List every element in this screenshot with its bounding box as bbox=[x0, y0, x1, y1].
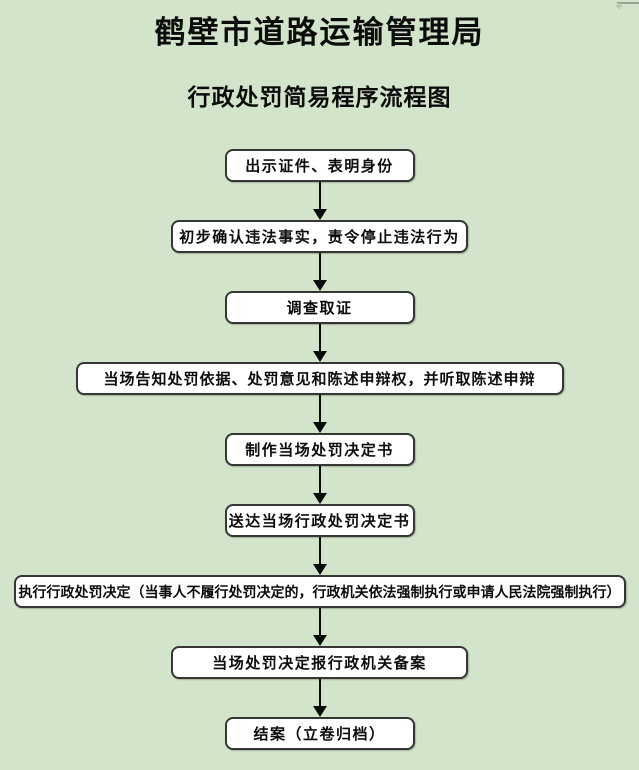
corner-line bbox=[617, 2, 639, 4]
arrow-line bbox=[318, 466, 321, 494]
page-title: 鹤壁市道路运输管理局 bbox=[154, 15, 485, 50]
flow-step: 制作当场处罚决定书 bbox=[224, 433, 415, 467]
arrow-head bbox=[312, 209, 327, 221]
corner-mark bbox=[609, 0, 639, 12]
down-arrow-icon bbox=[312, 537, 327, 576]
flow-step: 送达当场行政处罚决定书 bbox=[224, 504, 415, 538]
arrow-head bbox=[312, 351, 327, 363]
arrow-line bbox=[318, 537, 321, 565]
arrow-line bbox=[318, 253, 321, 281]
down-arrow-icon bbox=[312, 679, 327, 718]
flowchart: 出示证件、表明身份初步确认违法事实，责令停止违法行为调查取证当场告知处罚依据、处… bbox=[0, 149, 639, 751]
arrow-head bbox=[312, 564, 327, 576]
down-arrow-icon bbox=[312, 466, 327, 505]
down-arrow-icon bbox=[312, 395, 327, 434]
arrow-line bbox=[318, 182, 321, 210]
arrow-line bbox=[318, 324, 321, 352]
flow-step: 当场告知处罚依据、处罚意见和陈述申辩权，并听取陈述申辩 bbox=[75, 362, 564, 396]
arrow-line bbox=[318, 679, 321, 707]
flow-step: 当场处罚决定报行政机关备案 bbox=[171, 646, 468, 680]
down-arrow-icon bbox=[312, 608, 327, 647]
flow-step: 结案（立卷归档） bbox=[224, 717, 415, 751]
arrow-head bbox=[312, 635, 327, 647]
arrow-line bbox=[318, 395, 321, 423]
page-subtitle: 行政处罚简易程序流程图 bbox=[187, 83, 452, 110]
flow-step: 执行行政处罚决定（当事人不履行处罚决定的，行政机关依法强制执行或申请人民法院强制… bbox=[13, 575, 626, 609]
down-arrow-icon bbox=[312, 253, 327, 292]
arrow-head bbox=[312, 280, 327, 292]
down-arrow-icon bbox=[312, 324, 327, 363]
arrow-line bbox=[318, 608, 321, 636]
arrow-head bbox=[312, 706, 327, 718]
flow-step: 调查取证 bbox=[224, 291, 415, 325]
flow-step: 初步确认违法事实，责令停止违法行为 bbox=[171, 220, 468, 254]
down-arrow-icon bbox=[312, 182, 327, 221]
arrow-head bbox=[312, 493, 327, 505]
flow-step: 出示证件、表明身份 bbox=[224, 149, 415, 183]
arrow-head bbox=[312, 422, 327, 434]
corner-tick bbox=[616, 5, 622, 7]
